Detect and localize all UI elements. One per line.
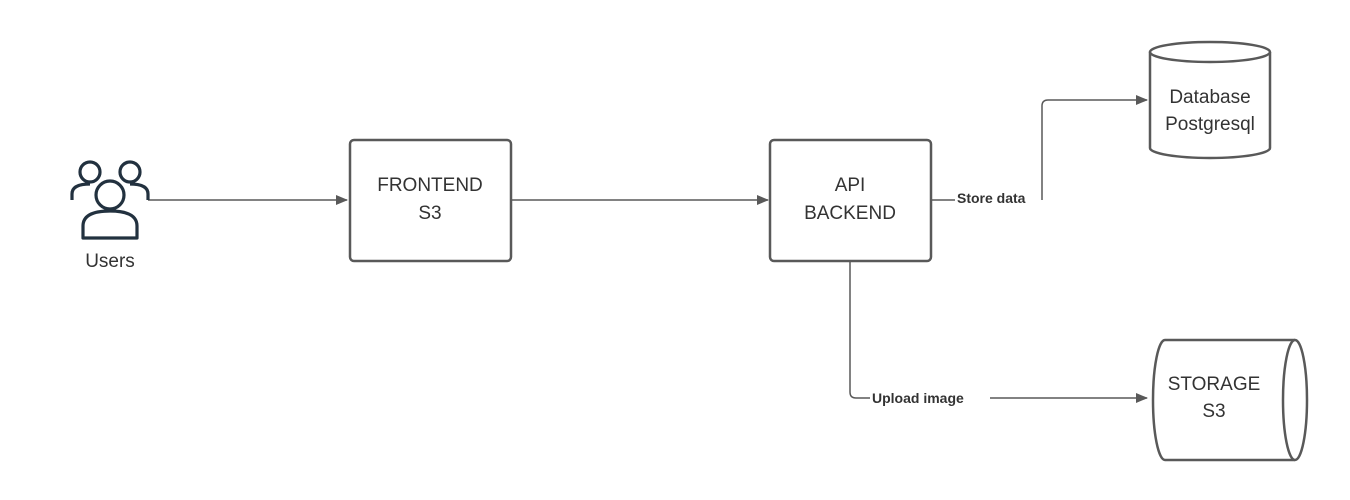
storage-label-line2: S3 xyxy=(1202,401,1225,422)
edge-api-to-database xyxy=(931,100,1147,201)
users-icon xyxy=(70,160,150,240)
frontend-label-line2: S3 xyxy=(418,203,441,224)
edge-label-store-data: Store data xyxy=(957,190,1026,206)
database-label-line2: Postgresql xyxy=(1165,114,1255,135)
edge-api-to-storage xyxy=(849,262,1147,398)
database-node xyxy=(1148,40,1272,160)
api-label-line1: API xyxy=(835,175,866,196)
frontend-node: FRONTEND S3 xyxy=(348,138,513,263)
database-label-line1: Database xyxy=(1169,87,1250,108)
storage-node xyxy=(1151,338,1309,462)
api-label-line2: BACKEND xyxy=(804,203,896,224)
users-label: Users xyxy=(85,251,135,272)
edge-label-upload-image: Upload image xyxy=(872,390,964,406)
storage-label-line1: STORAGE xyxy=(1168,374,1261,395)
frontend-label-line1: FRONTEND xyxy=(377,175,483,196)
api-backend-node: API BACKEND xyxy=(768,138,933,263)
